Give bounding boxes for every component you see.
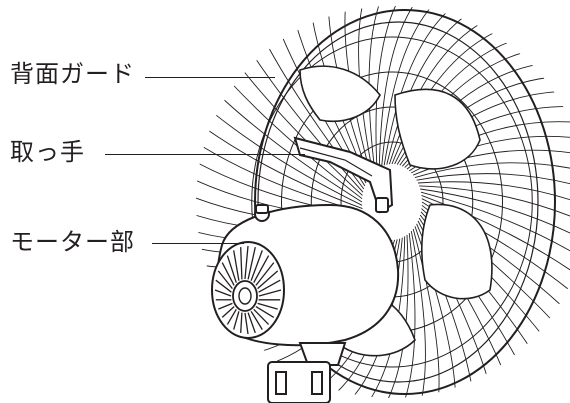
- rear-guard-label: 背面ガード: [10, 62, 135, 86]
- rear-guard-leader-line: [145, 77, 275, 78]
- motor-leader-line: [152, 243, 244, 244]
- stand-neck: [268, 343, 345, 403]
- handle-leader-line: [105, 154, 305, 155]
- handle-label: 取っ手: [10, 140, 85, 164]
- motor-rear-vent: [212, 242, 284, 338]
- motor-label: モーター部: [10, 230, 135, 254]
